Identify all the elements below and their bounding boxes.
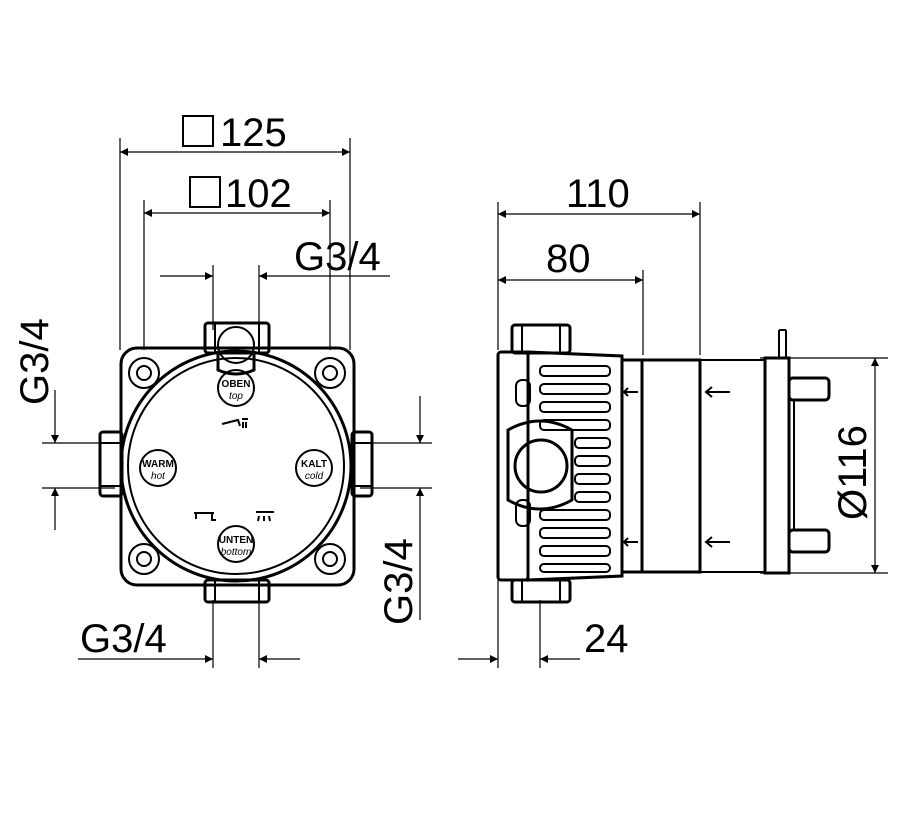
- body-depth-dimension-label: 80: [546, 237, 591, 281]
- rear-cap: [763, 329, 831, 575]
- screw-boss-icon: [314, 357, 346, 389]
- screw-boss-icon: [314, 543, 346, 575]
- port-left-sublabel: hot: [151, 471, 166, 482]
- dimension-top-thread: G3/4: [160, 235, 390, 330]
- dimension-left-thread: G3/4: [13, 318, 115, 530]
- inner-square-dimension-label: 102: [225, 172, 292, 216]
- plaster-guard-sleeve: [620, 358, 765, 574]
- screw-boss-icon: [128, 357, 160, 389]
- dimension-diameter: Ø116: [760, 357, 888, 574]
- left-thread-dimension-label: G3/4: [13, 318, 57, 405]
- screw-boss-icon: [128, 543, 160, 575]
- front-offset-dimension-label: 24: [584, 617, 629, 661]
- bottom-thread-dimension-label: G3/4: [80, 617, 167, 661]
- port-top: OBEN top: [217, 369, 255, 428]
- port-bottom-label: UNTEN: [219, 535, 253, 546]
- valve-body-inner-circle: [127, 357, 345, 575]
- side-view: 110 80 24 Ø116: [458, 172, 888, 668]
- port-left: WARM hot: [139, 449, 177, 487]
- diameter-dimension-label: Ø116: [831, 425, 875, 520]
- square-symbol-icon: [182, 115, 214, 147]
- front-view: 125 102 G3/4 G3/4: [13, 111, 432, 668]
- top-thread-dimension-label: G3/4: [294, 235, 381, 279]
- port-top-sublabel: top: [229, 391, 243, 402]
- arrow-left-icon: [704, 386, 730, 398]
- top-connector: [203, 321, 271, 376]
- corner-screw-holes: [128, 357, 346, 575]
- screw-hole-icon: [136, 551, 152, 567]
- port-right: KALT cold: [295, 449, 333, 487]
- port-right-sublabel: cold: [305, 471, 324, 482]
- right-thread-dimension-label: G3/4: [377, 538, 421, 625]
- hand-shower-icon: [256, 511, 274, 522]
- shower-head-icon: [221, 418, 248, 428]
- dimension-front-offset: 24: [458, 580, 629, 668]
- side-bottom-connector: [510, 578, 572, 604]
- bottom-connector: [203, 578, 271, 604]
- dimension-outer-square: 125: [119, 111, 351, 350]
- port-right-label: KALT: [301, 459, 327, 470]
- side-top-connector: [510, 323, 572, 355]
- port-bottom: UNTEN bottom: [194, 511, 274, 563]
- tub-spout-icon: [194, 512, 216, 521]
- arrow-left-icon: [622, 387, 638, 397]
- square-symbol-icon: [189, 176, 221, 208]
- side-port: [506, 419, 574, 511]
- outer-square-dimension-label: 125: [220, 111, 287, 155]
- screw-hole-icon: [136, 365, 152, 381]
- dimension-bottom-thread: G3/4: [78, 600, 300, 668]
- dimension-body-depth: 80: [498, 237, 644, 355]
- screw-hole-icon: [322, 551, 338, 567]
- port-top-label: OBEN: [222, 379, 251, 390]
- port-bottom-sublabel: bottom: [221, 547, 252, 558]
- port-left-label: WARM: [142, 459, 174, 470]
- ribbed-housing: [515, 350, 624, 582]
- side-front-plate: [496, 350, 530, 582]
- total-depth-dimension-label: 110: [566, 172, 630, 216]
- left-connector: [98, 430, 124, 498]
- arrow-left-icon: [704, 536, 730, 548]
- dimension-right-thread: G3/4: [360, 396, 432, 625]
- screw-hole-icon: [322, 365, 338, 381]
- dimension-total-depth: 110: [497, 172, 701, 355]
- right-connector: [350, 430, 374, 498]
- arrow-left-icon: [622, 537, 638, 547]
- dimension-inner-square: 102: [143, 172, 331, 350]
